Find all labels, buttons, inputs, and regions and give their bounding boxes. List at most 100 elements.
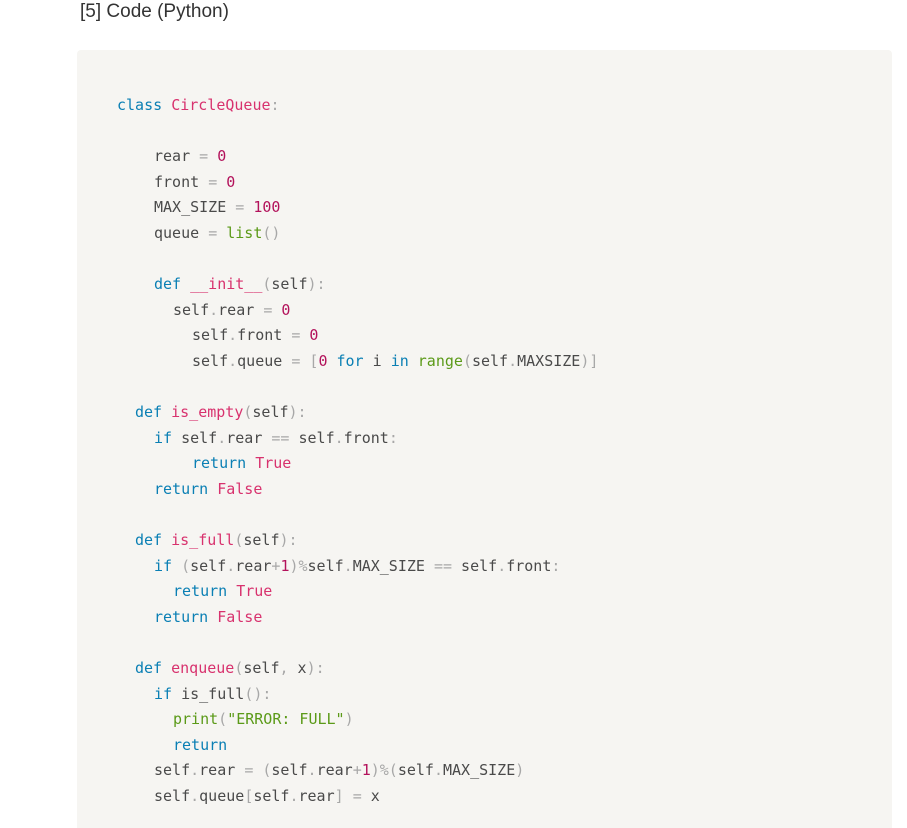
code-token: def	[135, 403, 163, 422]
code-token: 0	[309, 326, 319, 345]
code-token: .	[228, 351, 238, 370]
code-token: ,	[279, 659, 289, 678]
code-line: def is_full(self):	[77, 528, 598, 554]
code-token: self	[471, 351, 509, 370]
code-token: enqueue	[171, 659, 235, 678]
code-token	[162, 659, 171, 677]
code-token: =	[244, 761, 254, 780]
code-token: [	[309, 351, 319, 370]
code-token: :	[551, 556, 561, 575]
code-token: False	[217, 607, 263, 626]
code-line: queue = list()	[77, 221, 598, 247]
code-line: return False	[77, 477, 598, 503]
code-token: self	[271, 761, 308, 780]
code-token: .	[497, 556, 507, 575]
code-token: True	[236, 582, 273, 601]
code-token: return	[173, 582, 228, 601]
code-token	[172, 557, 181, 575]
code-token: MAX_SIZE	[352, 556, 434, 575]
code-token: .	[209, 300, 219, 319]
code-token	[162, 403, 171, 421]
code-token: ==	[433, 556, 453, 575]
code-token: self	[154, 787, 191, 806]
code-line: front = 0	[77, 170, 598, 196]
code-token: .	[190, 787, 200, 806]
code-token: self	[307, 556, 344, 575]
code-token	[246, 454, 255, 472]
code-token: ():	[244, 684, 272, 703]
code-token: return	[173, 735, 228, 754]
code-line: print("ERROR: FULL")	[77, 707, 598, 733]
code-line: self.rear = (self.rear+1)%(self.MAX_SIZE…	[77, 758, 598, 784]
code-token: x	[288, 659, 307, 678]
code-token: .	[226, 556, 236, 575]
code-token: =	[208, 223, 218, 242]
code-token: self	[397, 761, 434, 780]
code-caption: [5] Code (Python)	[80, 1, 229, 22]
code-token: .	[343, 556, 353, 575]
code-token: =	[235, 198, 245, 217]
code-token: in	[390, 351, 409, 370]
code-token: front	[237, 326, 292, 345]
code-token: =	[199, 147, 209, 166]
code-token: MAX_SIZE	[154, 198, 236, 217]
code-token: queue	[154, 223, 209, 242]
code-line: self.queue = [0 for i in range(self.MAXS…	[77, 349, 598, 375]
code-token: self	[190, 556, 227, 575]
code-token	[162, 531, 171, 549]
code-token	[208, 480, 217, 498]
code-line	[77, 375, 598, 401]
code-line: return	[77, 733, 598, 759]
code-token: print	[173, 710, 219, 729]
code-token: False	[217, 479, 263, 498]
code-token: ):	[288, 403, 307, 422]
code-token: .	[190, 761, 200, 780]
code-token: )%	[289, 556, 308, 575]
code-token: 1	[361, 761, 371, 780]
code-token	[208, 147, 217, 165]
code-token: +	[352, 761, 362, 780]
code-token: MAX_SIZE	[443, 761, 516, 780]
code-token	[217, 173, 226, 191]
code-token: self	[243, 659, 280, 678]
code-token: self	[253, 787, 290, 806]
code-token	[344, 787, 353, 805]
code-token: =	[291, 326, 301, 345]
code-token: 0	[226, 172, 236, 191]
code-token: ):	[306, 659, 325, 678]
code-line: def enqueue(self, x):	[77, 656, 598, 682]
code-token: (	[243, 403, 253, 422]
code-token: (	[218, 710, 228, 729]
code-line: return True	[77, 579, 598, 605]
code-token: x	[361, 787, 380, 806]
code-token: )	[344, 710, 354, 729]
code-token: queue	[199, 787, 245, 806]
code-token: rear	[226, 428, 272, 447]
code-token: self	[243, 531, 280, 550]
code-token	[208, 608, 217, 626]
code-token	[409, 352, 418, 370]
code-token: self	[289, 428, 335, 447]
code-line	[77, 247, 598, 273]
code-line: rear = 0	[77, 144, 598, 170]
code-token: if	[154, 556, 173, 575]
code-token: def	[135, 531, 163, 550]
code-token	[244, 198, 253, 216]
code-token: class	[117, 96, 163, 114]
code-line	[77, 503, 598, 529]
code-token: .	[217, 428, 227, 447]
code-line: self.queue[self.rear] = x	[77, 784, 598, 810]
code-token: =	[291, 351, 301, 370]
code-token: )	[515, 761, 525, 780]
code-token: queue	[237, 351, 292, 370]
code-token: list	[226, 223, 263, 242]
code-token: (	[462, 351, 472, 370]
code-token: ):	[307, 275, 326, 294]
code-token: for	[336, 351, 364, 370]
code-token: if	[154, 428, 173, 447]
code-token: [	[244, 787, 254, 806]
code-token: 100	[253, 198, 281, 217]
code-token: (	[234, 531, 244, 550]
